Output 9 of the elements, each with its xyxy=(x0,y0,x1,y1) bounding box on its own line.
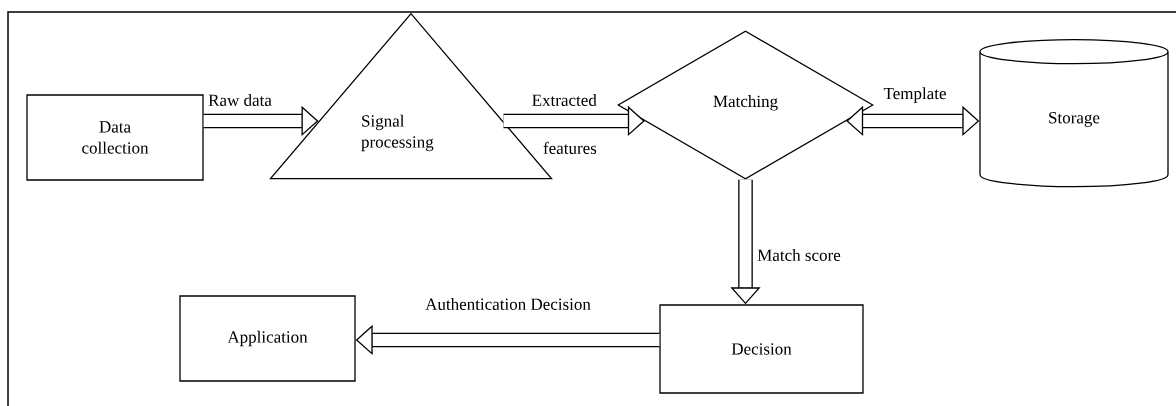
edge-label: Authentication Decision xyxy=(425,298,591,310)
storage-cylinder: Storage xyxy=(979,39,1169,188)
edge-label: Extracted features xyxy=(532,94,597,154)
process-box: Data collection xyxy=(26,94,204,181)
process-box: Decision xyxy=(659,304,864,394)
process-box: Application xyxy=(179,295,356,382)
edge-label: Template xyxy=(883,87,946,103)
edge-label: Raw data xyxy=(208,94,272,106)
edge-label: Match score xyxy=(757,249,841,261)
